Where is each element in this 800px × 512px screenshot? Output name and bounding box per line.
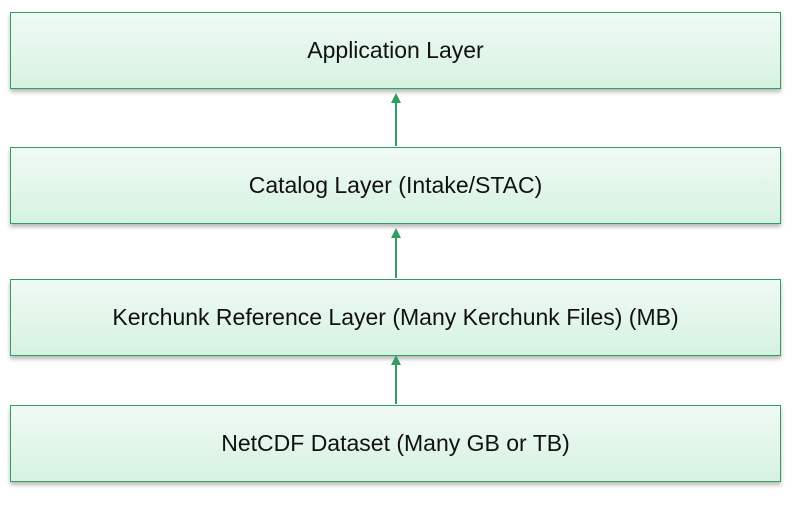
kerchunk-reference-layer-box: Kerchunk Reference Layer (Many Kerchunk … <box>10 279 781 356</box>
arrow-kerchunk-to-catalog <box>391 228 401 278</box>
application-layer-label: Application Layer <box>307 37 484 63</box>
arrow-catalog-to-application <box>391 93 401 146</box>
application-layer-box: Application Layer <box>10 12 781 89</box>
netcdf-dataset-box: NetCDF Dataset (Many GB or TB) <box>10 405 781 482</box>
catalog-layer-box: Catalog Layer (Intake/STAC) <box>10 147 781 224</box>
netcdf-dataset-label: NetCDF Dataset (Many GB or TB) <box>221 430 570 456</box>
kerchunk-reference-layer-label: Kerchunk Reference Layer (Many Kerchunk … <box>112 304 679 330</box>
catalog-layer-label: Catalog Layer (Intake/STAC) <box>248 172 543 198</box>
arrow-netcdf-to-kerchunk <box>391 355 401 404</box>
